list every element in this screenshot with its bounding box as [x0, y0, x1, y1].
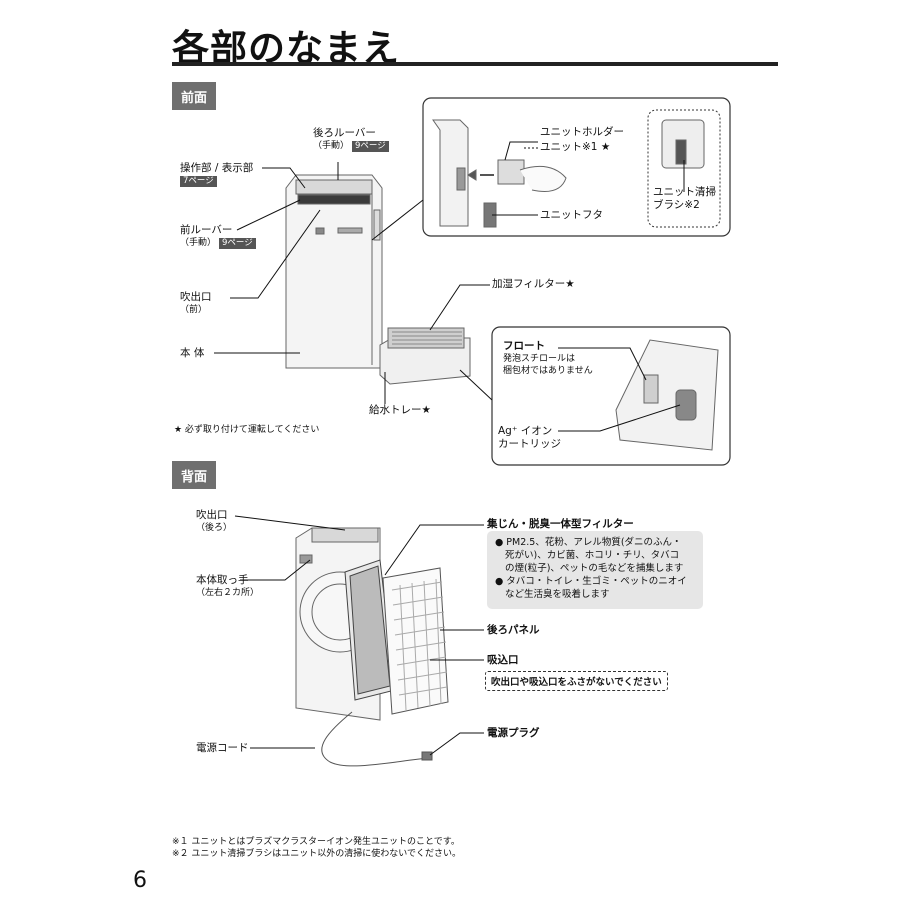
front-outlet-name: 吹出口 — [180, 291, 212, 303]
warning-box: 吹出口や吸込口をふさがないでください — [485, 671, 668, 691]
label-back-outlet: 吹出口 （後ろ） — [196, 509, 232, 534]
unit-brush-line2: ブラシ※2 — [653, 199, 700, 211]
filter-bullet1-line1: ● PM2.5、花粉、アレル物質(ダニのふん・ — [495, 537, 682, 548]
label-water-tray: 給水トレー★ — [369, 404, 431, 416]
front-louver-name: 前ルーバー — [180, 224, 233, 236]
filter-bullet2-line2: など生活臭を吸着します — [505, 589, 610, 600]
filter-illustration — [344, 559, 396, 701]
filter-bullet1-line2: 死がい)、カビ菌、ホコリ・チリ、タバコ — [505, 550, 680, 561]
handle-name: 本体取っ手 — [196, 574, 249, 586]
handle-sub: （左右２カ所） — [196, 588, 260, 598]
footnote-2: ※２ ユニット清掃ブラシはユニット以外の清掃に使わないでください。 — [172, 849, 461, 859]
label-humidifying-filter: 加湿フィルター★ — [492, 278, 575, 290]
label-unit-brush: ユニット清掃 ブラシ※2 — [653, 186, 716, 212]
label-unit: ユニット※1 ★ — [540, 141, 611, 153]
back-outlet-name: 吹出口 — [196, 509, 228, 521]
page-number: 6 — [133, 868, 147, 893]
label-handle: 本体取っ手 （左右２カ所） — [196, 574, 259, 599]
label-control-panel: 操作部 / 表示部 7ページ — [180, 162, 253, 187]
front-louver-page-ref: 9ページ — [219, 238, 256, 249]
title-rule — [172, 62, 778, 66]
rear-louver-page-ref: 9ページ — [352, 141, 389, 152]
brush-illustration — [661, 119, 705, 169]
label-front-louver: 前ルーバー （手動）9ページ — [180, 224, 256, 249]
footnote-1: ※１ ユニットとはプラズマクラスターイオン発生ユニットのことです。 — [172, 837, 460, 847]
control-panel-name: 操作部 / 表示部 — [180, 162, 254, 174]
front-unit-illustration — [285, 174, 383, 369]
ag-cartridge-line1: Ag⁺ イオン — [498, 425, 553, 437]
unit-brush-line1: ユニット清掃 — [653, 186, 716, 198]
front-louver-sub: （手動） — [180, 238, 217, 248]
label-unit-holder: ユニットホルダー — [540, 126, 624, 138]
rear-louver-sub: （手動） — [313, 141, 350, 151]
inset-unit-holder-illustration — [432, 119, 567, 228]
ag-cartridge-line2: カートリッジ — [498, 438, 561, 450]
filter-bullets: ● PM2.5、花粉、アレル物質(ダニのふん・ 死がい)、カビ菌、ホコリ・チリ、… — [487, 531, 703, 609]
back-outlet-sub: （後ろ） — [196, 523, 233, 533]
label-body: 本 体 — [180, 347, 205, 359]
section-label-back: 背面 — [172, 461, 216, 489]
float-note1: 発泡スチロールは — [503, 354, 576, 364]
label-power-cord: 電源コード — [196, 742, 249, 754]
must-install-note: ★ 必ず取り付けて運転してください — [174, 425, 320, 435]
label-front-outlet: 吹出口 （前） — [180, 291, 212, 316]
label-power-plug: 電源プラグ — [487, 727, 540, 739]
tray-closeup-illustration — [615, 339, 719, 451]
filter-bullet2-line1: ● タバコ・トイレ・生ゴミ・ペットのニオイ — [495, 576, 687, 587]
power-cord-illustration — [321, 711, 433, 767]
float-name: フロート — [503, 340, 545, 352]
filter-bullet1-line3: の煙(粒子)、ペットの毛などを捕集します — [505, 563, 684, 574]
front-outlet-sub: （前） — [180, 305, 208, 315]
label-rear-panel: 後ろパネル — [487, 624, 540, 636]
float-note2: 梱包材ではありません — [503, 366, 593, 376]
label-ag-cartridge: Ag⁺ イオン カートリッジ — [498, 425, 561, 451]
label-float: フロート 発泡スチロールは 梱包材ではありません — [503, 340, 593, 377]
label-unit-cover: ユニットフタ — [540, 209, 603, 221]
rear-louver-name: 後ろルーバー — [313, 127, 376, 139]
water-tray-illustration — [379, 327, 471, 385]
label-filter: 集じん・脱臭一体型フィルター — [487, 518, 634, 530]
control-panel-page-ref: 7ページ — [180, 176, 217, 187]
label-inlet: 吸込口 — [487, 654, 519, 666]
section-label-front: 前面 — [172, 82, 216, 110]
label-rear-louver: 後ろルーバー （手動）9ページ — [313, 127, 389, 152]
